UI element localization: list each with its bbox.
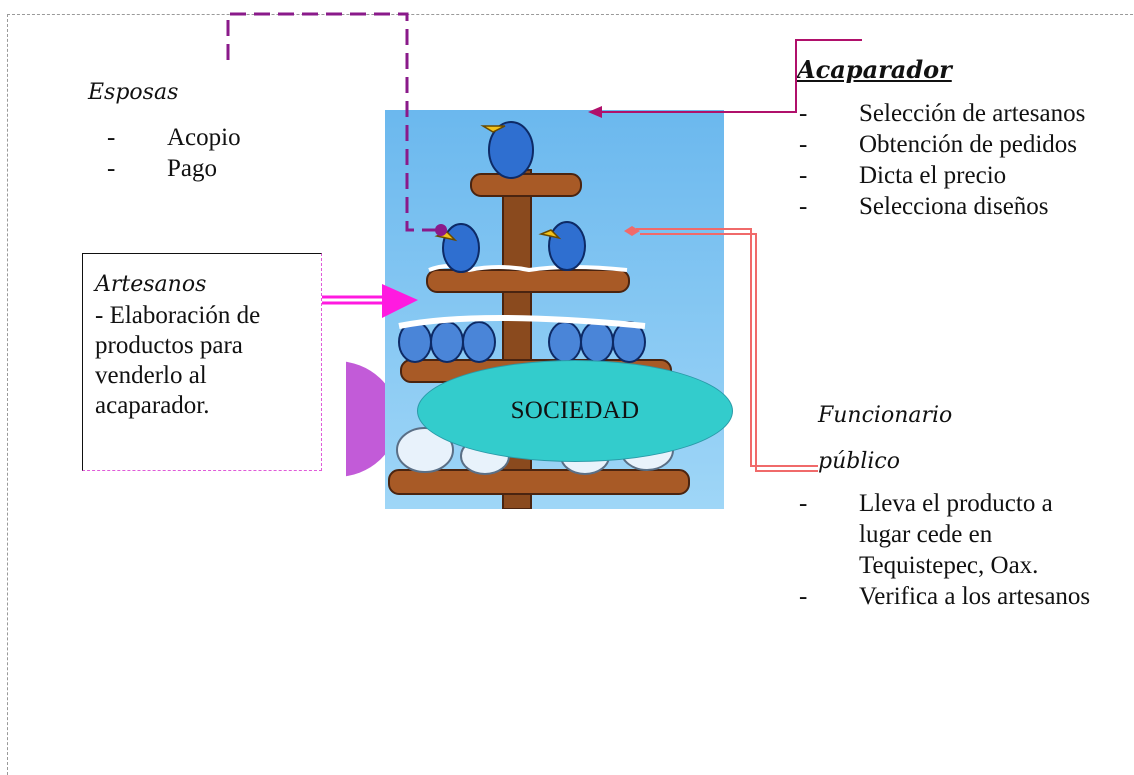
acaparador-item: Selecciona diseños [799, 191, 1109, 222]
funcionario-item: Lleva el producto a lugar cede en Tequis… [799, 488, 1109, 581]
esposas-list: Acopio Pago [107, 122, 241, 184]
esposas-heading: Esposas [88, 80, 179, 105]
acaparador-item: Obtención de pedidos [799, 129, 1109, 160]
artesanos-box: Artesanos - Elaboración de productos par… [82, 253, 322, 471]
acaparador-list: Selección de artesanos Obtención de pedi… [799, 98, 1109, 222]
purple-circle-shape [346, 361, 398, 477]
artesanos-heading: Artesanos [95, 272, 207, 297]
acaparador-item: Selección de artesanos [799, 98, 1109, 129]
funcionario-list: Lleva el producto a lugar cede en Tequis… [799, 488, 1109, 612]
esposas-item: Pago [107, 153, 241, 184]
funcionario-item: Verifica a los artesanos [799, 581, 1109, 612]
esposas-item: Acopio [107, 122, 241, 153]
artesanos-description: - Elaboración de productos para venderlo… [95, 302, 261, 419]
page-border [7, 14, 1134, 775]
acaparador-item: Dicta el precio [799, 160, 1109, 191]
sociedad-label: SOCIEDAD [510, 397, 640, 424]
acaparador-heading: Acaparador [797, 55, 952, 84]
sociedad-ellipse: SOCIEDAD [417, 360, 733, 462]
funcionario-heading: Funcionario público [818, 403, 953, 474]
